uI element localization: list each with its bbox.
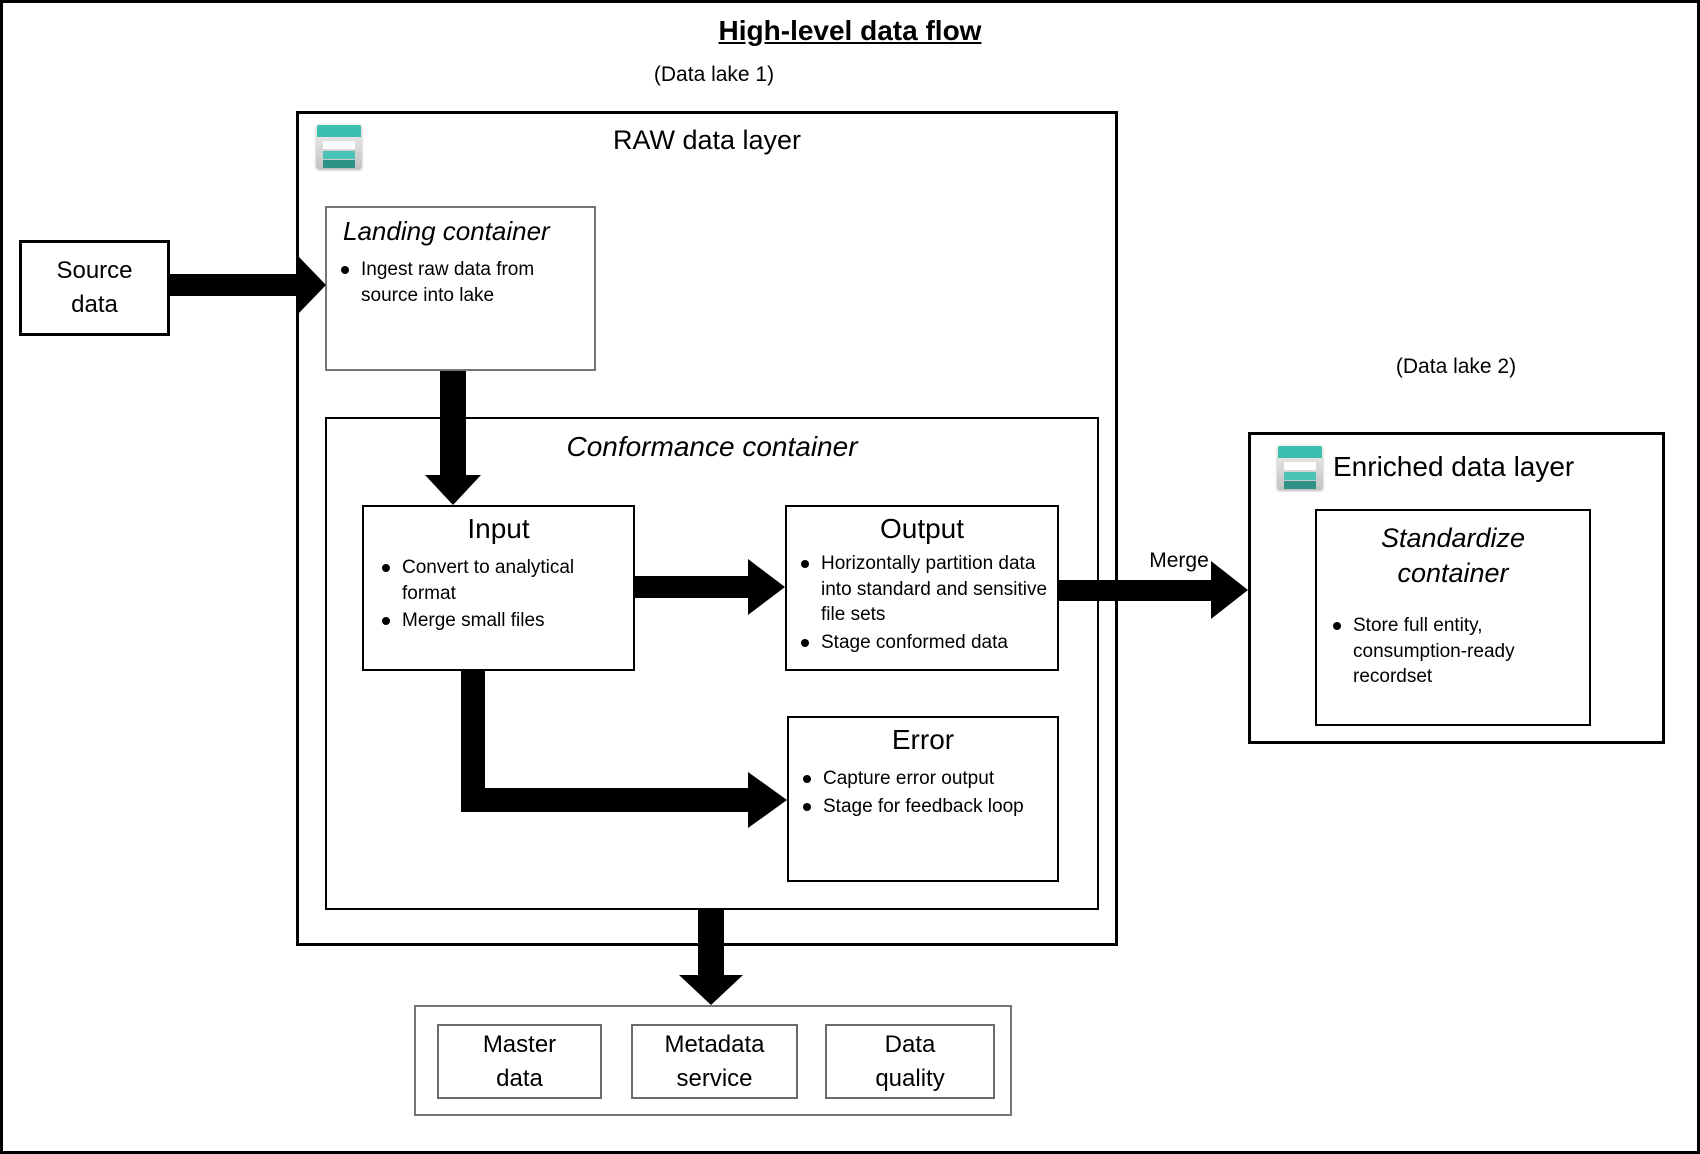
bullet-dot [801,638,809,647]
standardize-bullets: Store full entity, consumption-ready rec… [1317,591,1589,690]
arrow-shaft [1059,580,1213,601]
bullet-dot [803,802,811,811]
error-title: Error [891,724,955,755]
bullet-item: Capture error output [801,766,1051,792]
data-quality-box: Data quality [825,1024,995,1099]
output-box: Output Horizontally partition data into … [785,505,1059,671]
input-box: Input Convert to analytical format Merge… [362,505,635,671]
arrow-shaft [698,910,724,977]
bullet-item: Horizontally partition data into standar… [799,551,1051,628]
arrow-head-right [748,559,785,615]
source-data-box: Source data [19,240,170,336]
bullet-item: Stage for feedback loop [801,794,1051,820]
data-lake-2-label: (Data lake 2) [1395,355,1517,378]
landing-bullets: Ingest raw data from source into lake [327,247,594,308]
icon-band [317,125,361,137]
arrow-head-right [299,257,326,313]
data-quality-label: Data quality [875,1030,945,1092]
bullet-item: Merge small files [380,608,627,634]
icon-band [1278,446,1322,458]
icon-bar-darkteal [1284,481,1316,489]
input-bullets: Convert to analytical format Merge small… [364,545,633,634]
arrow-head-down [425,475,481,505]
landing-container-title: Landing container [343,216,550,246]
bullet-item: Convert to analytical format [380,555,627,606]
bullet-dot [341,266,349,274]
bullet-text: Capture error output [823,768,995,789]
data-lake-1-label: (Data lake 1) [653,63,775,86]
input-title: Input [467,513,530,544]
enriched-layer-title: Enriched data layer [1333,451,1575,482]
bullet-dot [803,775,811,783]
output-title: Output [879,513,965,544]
arrow-shaft [440,371,466,477]
bullet-text: Merge small files [402,610,545,632]
bullet-dot [1333,622,1341,631]
bullet-text: Stage for feedback loop [823,795,1024,817]
bullet-dot [382,617,390,626]
standardize-container-title: Standardize container [1380,523,1526,589]
data-lake-icon [1277,445,1323,490]
icon-bar-white [323,141,355,149]
bullet-text: Convert to analytical format [402,557,575,604]
bullet-item: Store full entity, consumption-ready rec… [1331,613,1583,690]
arrow-head-right [1211,561,1248,619]
bullet-text: Stage conformed data [821,631,1008,653]
bullet-text: Ingest raw data from source into lake [361,259,535,306]
icon-bar-teal [1284,472,1316,480]
master-data-box: Master data [437,1024,602,1099]
metadata-service-box: Metadata service [631,1024,798,1099]
raw-layer-title: RAW data layer [612,125,802,155]
arrow-shaft [170,274,301,296]
arrow-head-right [748,772,787,828]
bullet-text: Store full entity, consumption-ready rec… [1353,615,1515,688]
bullet-dot [801,560,809,568]
arrow-shaft [635,576,750,598]
arrow-head-down [679,975,743,1005]
bullet-item: Stage conformed data [799,630,1051,656]
output-bullets: Horizontally partition data into standar… [787,545,1057,656]
bullet-dot [382,564,390,572]
error-bullets: Capture error output Stage for feedback … [789,756,1057,819]
icon-bar-white [1284,462,1316,470]
arrow-shaft-horizontal [461,788,750,812]
bullet-item: Ingest raw data from source into lake [339,257,588,308]
data-lake-icon [316,124,362,169]
page-title: High-level data flow [718,15,982,46]
landing-container-box: Landing container Ingest raw data from s… [325,206,596,371]
error-box: Error Capture error output Stage for fee… [787,716,1059,882]
source-data-label: Source data [56,256,133,318]
master-data-label: Master data [482,1030,557,1092]
bullet-text: Horizontally partition data into standar… [821,553,1048,626]
conformance-container-title: Conformance container [566,431,858,462]
icon-bar-teal [323,151,355,159]
icon-bar-darkteal [323,160,355,168]
standardize-container-box: Standardize container Store full entity,… [1315,509,1591,726]
metadata-service-label: Metadata service [664,1030,765,1092]
merge-label: Merge [1149,549,1209,572]
